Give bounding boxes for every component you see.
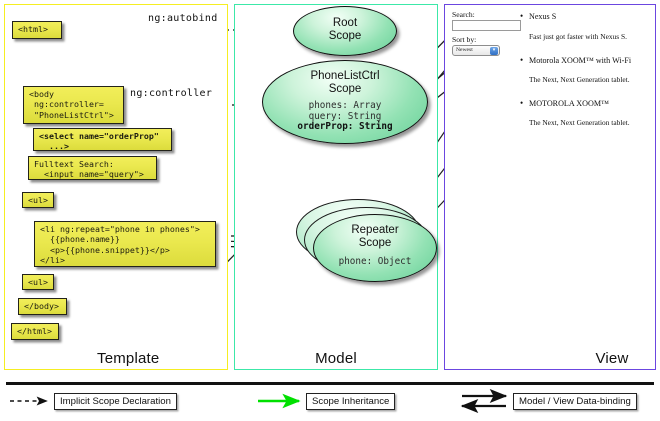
scope-prop-query: query: String xyxy=(308,110,382,122)
bullet-icon: • xyxy=(520,11,524,21)
panel-view-label: View xyxy=(595,350,629,367)
scope-repeater-title-1: Repeater xyxy=(351,224,399,236)
panel-model: Model xyxy=(234,4,438,370)
sort-by-label: Sort by: xyxy=(452,35,477,44)
scope-phonelistctrl[interactable]: PhoneListCtrl Scope phones: Array query:… xyxy=(262,60,428,144)
scope-phonelistctrl-title-1: PhoneListCtrl xyxy=(310,70,380,82)
scope-prop-phones: phones: Array xyxy=(308,100,382,111)
scope-prop-phone: phone: Object xyxy=(338,256,412,267)
code-box-body-open[interactable]: <body ng:controller= "PhoneListCtrl"> xyxy=(23,86,124,124)
label-ng-autobind: ng:autobind xyxy=(148,13,218,24)
scope-prop-orderprop: orderProp: String xyxy=(297,121,393,133)
panel-template: Template xyxy=(4,4,228,370)
panel-template-label: Template xyxy=(97,350,160,367)
legend-model-view-data-binding: Model / View Data-binding xyxy=(513,393,637,410)
code-box-html-close[interactable]: </html> xyxy=(11,323,59,340)
scope-root[interactable]: Root Scope xyxy=(293,6,397,56)
scope-phonelistctrl-title-2: Scope xyxy=(328,83,362,95)
scope-root-title-1: Root xyxy=(332,17,358,29)
sort-by-selected-value: Newest xyxy=(456,47,473,53)
phone-snippet: Fast just got faster with Nexus S. xyxy=(529,32,627,41)
search-label: Search: xyxy=(452,10,475,19)
phone-name: Nexus S xyxy=(529,12,557,21)
phone-snippet: The Next, Next Generation tablet. xyxy=(529,75,630,84)
scope-root-title-2: Scope xyxy=(328,30,362,42)
scope-repeater[interactable]: Repeater Scope phone: Object xyxy=(313,214,437,282)
code-box-body-close[interactable]: </body> xyxy=(18,298,67,315)
chevron-down-icon: ▾ xyxy=(490,47,498,55)
bullet-icon: • xyxy=(520,98,524,108)
legend-scope-inheritance: Scope Inheritance xyxy=(306,393,396,410)
scope-repeater-title-2: Scope xyxy=(358,237,392,249)
panel-model-label: Model xyxy=(315,350,357,367)
legend-implicit-scope-declaration: Implicit Scope Declaration xyxy=(54,393,177,410)
code-box-ul-open[interactable]: <ul> xyxy=(22,192,54,208)
code-box-li-repeat[interactable]: <li ng:repeat="phone in phones"> {{phone… xyxy=(34,221,216,267)
code-box-html-open[interactable]: <html> xyxy=(12,21,62,39)
view-browser-mock: Search: Sort by: Newest ▾ • Nexus S Fast… xyxy=(452,10,648,360)
bullet-icon: • xyxy=(520,55,524,65)
phone-name: Motorola XOOM™ with Wi-Fi xyxy=(529,56,632,65)
phone-name: MOTOROLA XOOM™ xyxy=(529,99,609,108)
phone-snippet: The Next, Next Generation tablet. xyxy=(529,118,630,127)
code-box-ul-close[interactable]: <ul> xyxy=(22,274,54,290)
label-ng-controller: ng:controller xyxy=(130,88,213,99)
search-input[interactable] xyxy=(452,20,521,31)
code-box-fulltext-search[interactable]: Fulltext Search: <input name="query"> xyxy=(28,156,157,180)
sort-by-select[interactable]: Newest ▾ xyxy=(452,45,500,56)
code-box-select[interactable]: <select name="orderProp" ...> xyxy=(33,128,172,151)
legend-glyph-databinding xyxy=(460,388,508,414)
legend-divider xyxy=(6,382,654,385)
panel-view: View xyxy=(444,4,656,370)
